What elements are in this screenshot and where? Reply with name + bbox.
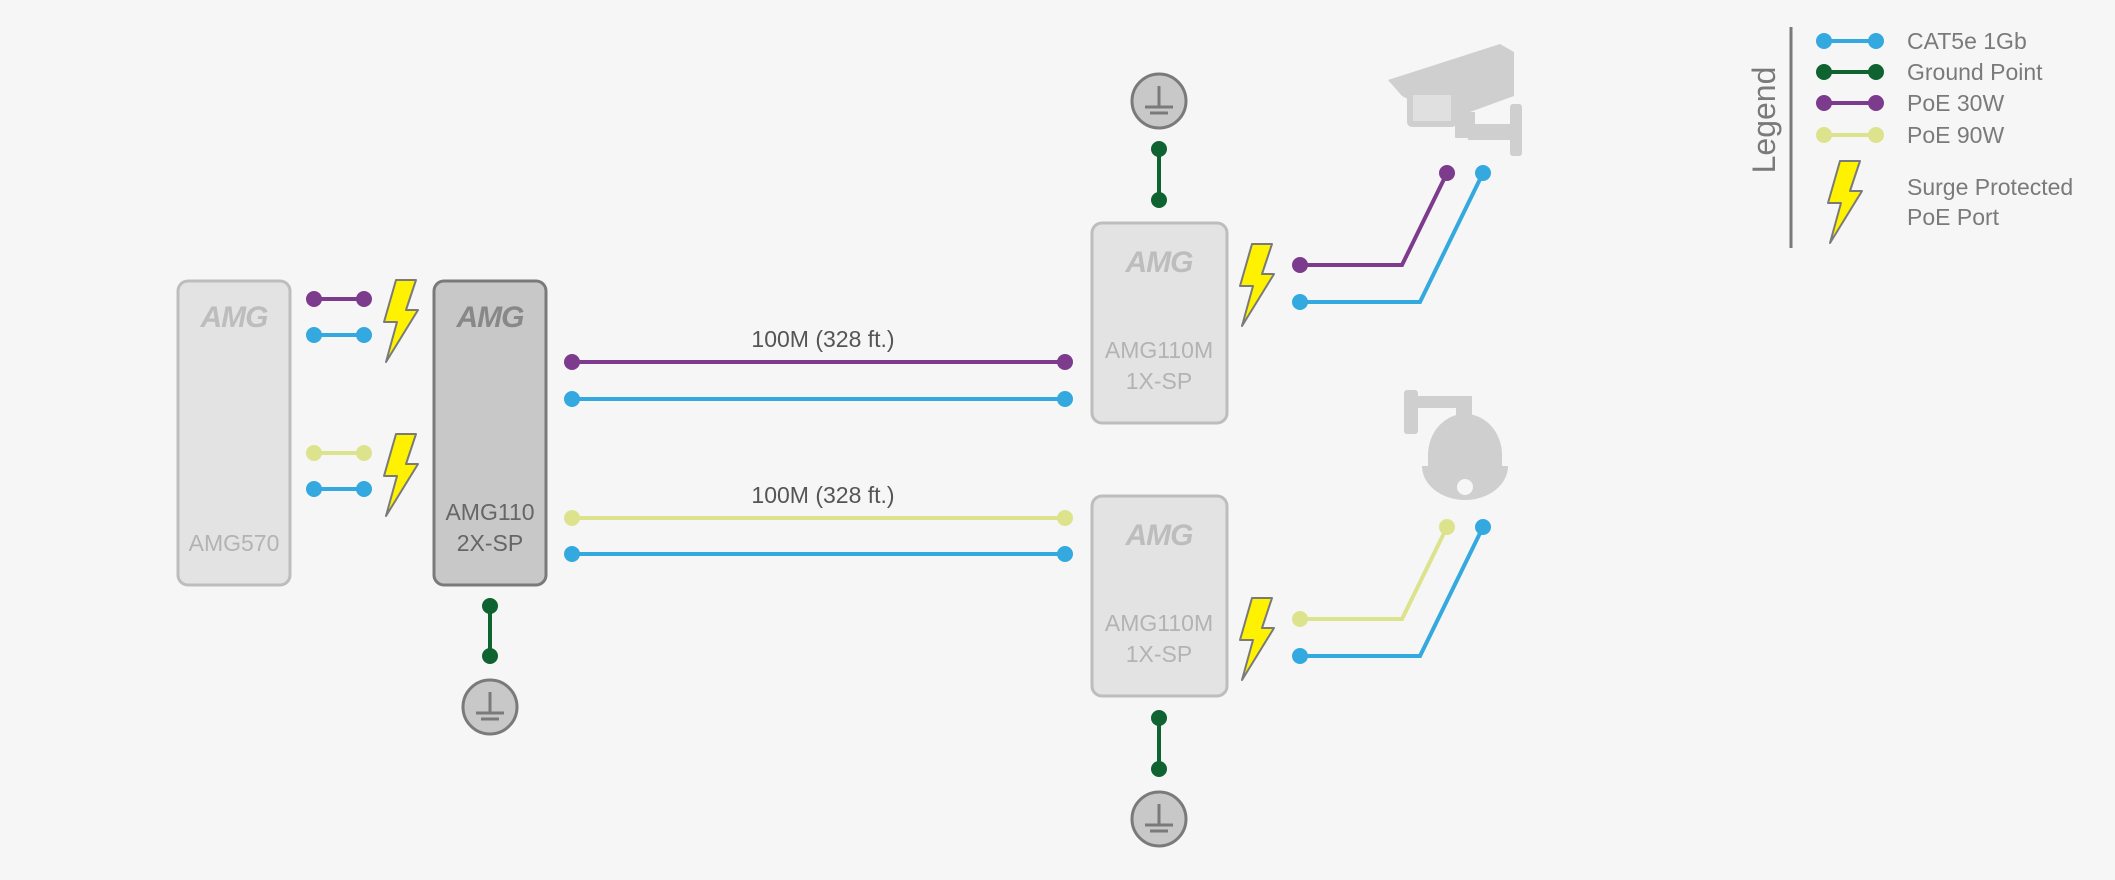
amg570-label: AMG570 [189,530,280,556]
lightning-bolt-icon [1239,243,1275,327]
lightning-bolt-icon [383,279,419,363]
amg110m-top-logo: AMG [1125,246,1194,279]
bottom-distance-label: 100M (328 ft.) [751,482,894,508]
amg110-logo: AMG [456,301,525,334]
legend-item-poe30: PoE 30W [1816,90,2004,116]
top-distance-label: 100M (328 ft.) [751,326,894,352]
amg110m-top-device: AMG AMG110M 1X-SP [1090,221,1229,425]
top-long-links: 100M (328 ft.) [564,326,1073,407]
legend-item-cat5e: CAT5e 1Gb [1816,28,2027,54]
bullet-camera-icon [1388,44,1522,156]
legend-label-surge-line2: PoE Port [1907,204,2000,230]
amg110m-top-label-variant: 1X-SP [1126,368,1192,394]
legend: Legend CAT5e 1Gb Ground Point PoE 30W Po… [1746,27,2073,248]
amg110-ground [461,598,519,736]
top-camera-links [1292,165,1491,310]
amg110-label-variant: 2X-SP [457,530,523,556]
amg570-logo: AMG [200,301,269,334]
legend-item-surge: Surge Protected PoE Port [1827,160,2073,244]
ptz-dome-camera-icon [1404,390,1508,500]
amg110m-top-label-model: AMG110M [1105,337,1213,363]
amg110m-top-ground [1130,72,1188,208]
legend-item-poe90: PoE 90W [1816,122,2004,148]
lightning-bolt-icon [1827,160,1863,244]
bottom-long-links: 100M (328 ft.) [564,482,1073,562]
ground-symbol-icon [1130,72,1188,130]
legend-label-ground: Ground Point [1907,59,2043,85]
legend-label-surge-line1: Surge Protected [1907,174,2073,200]
amg570-short-links [306,291,372,497]
amg110m-bottom-ground [1130,710,1188,848]
legend-label-poe90: PoE 90W [1907,122,2004,148]
amg110m-bottom-label-variant: 1X-SP [1126,641,1192,667]
amg110-label-model: AMG110 [445,499,534,525]
lightning-bolt-icon [383,433,419,517]
amg110-device: AMG AMG110 2X-SP [432,279,548,587]
amg110m-bottom-label-model: AMG110M [1105,610,1213,636]
bottom-camera-links [1292,519,1491,664]
legend-title: Legend [1746,67,1782,174]
amg570-device: AMG AMG570 [176,279,292,587]
legend-label-cat5e: CAT5e 1Gb [1907,28,2027,54]
legend-item-ground: Ground Point [1816,59,2043,85]
ground-symbol-icon [1130,790,1188,848]
legend-label-poe30: PoE 30W [1907,90,2004,116]
amg110m-bottom-device: AMG AMG110M 1X-SP [1090,494,1229,698]
ground-symbol-icon [461,678,519,736]
amg110m-bottom-logo: AMG [1125,519,1194,552]
lightning-bolt-icon [1239,597,1275,681]
